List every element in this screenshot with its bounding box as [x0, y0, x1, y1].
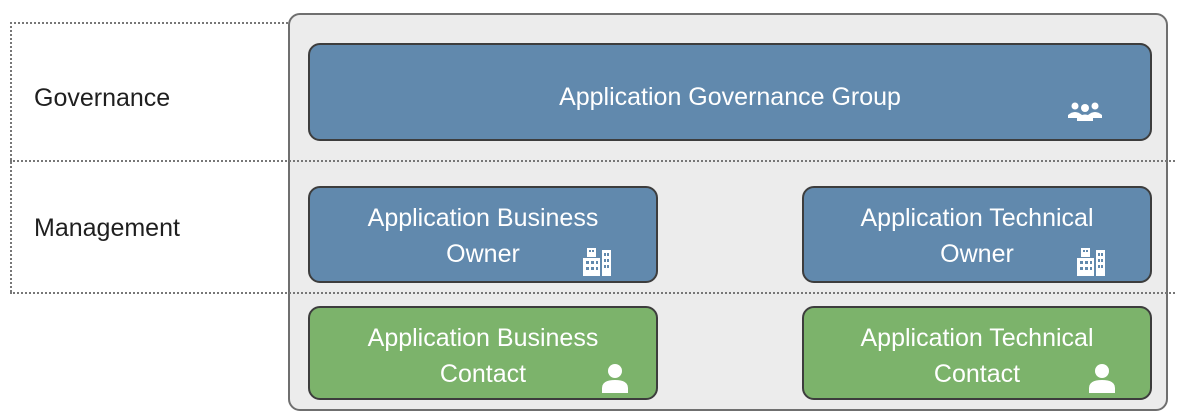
- region-left-border: [10, 22, 12, 292]
- application-business-contact-line1: Application Business: [367, 324, 599, 352]
- person-icon: [602, 364, 628, 393]
- application-technical-owner-line2: Owner: [940, 240, 1014, 268]
- person-icon: [1089, 364, 1115, 393]
- application-technical-contact-box[interactable]: Application Technical Contact: [802, 306, 1152, 400]
- governance-region-top-border: [10, 22, 288, 24]
- management-region-bottom-border: [10, 292, 1175, 294]
- group-icon: [1068, 102, 1102, 121]
- organization-icon: [583, 248, 611, 276]
- application-technical-owner-line1: Application Technical: [860, 204, 1094, 232]
- application-business-owner-box[interactable]: Application Business Owner: [308, 186, 658, 283]
- organization-icon: [1077, 248, 1105, 276]
- application-business-owner-line1: Application Business: [367, 204, 599, 232]
- application-business-contact-box[interactable]: Application Business Contact: [308, 306, 658, 400]
- application-business-owner-line2: Owner: [446, 240, 520, 268]
- application-technical-contact-line2: Contact: [933, 360, 1021, 388]
- application-technical-owner-box[interactable]: Application Technical Owner: [802, 186, 1152, 283]
- governance-row-label: Governance: [34, 84, 171, 112]
- application-business-contact-line2: Contact: [439, 360, 527, 388]
- application-technical-contact-line1: Application Technical: [860, 324, 1094, 352]
- region-divider: [10, 160, 1175, 162]
- management-row-label: Management: [34, 214, 180, 242]
- application-governance-group-label: Application Governance Group: [559, 83, 901, 111]
- application-governance-group-box[interactable]: Application Governance Group: [308, 43, 1152, 141]
